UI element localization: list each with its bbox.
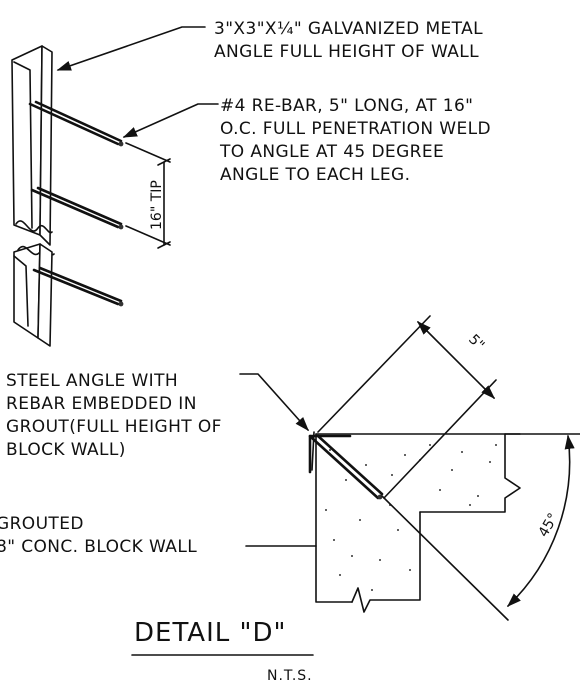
svg-text:#4 RE-BAR, 5" LONG, AT 16": #4 RE-BAR, 5" LONG, AT 16" (220, 96, 473, 116)
svg-text:3"X3"X¼" GALVANIZED METAL: 3"X3"X¼" GALVANIZED METAL (214, 19, 483, 39)
svg-text:TO ANGLE AT 45 DEGREE: TO ANGLE AT 45 DEGREE (219, 142, 444, 162)
detail-title: DETAIL "D" (134, 618, 286, 648)
rebars (28, 100, 124, 307)
spacing-dimension (125, 142, 171, 249)
wall-note: GROUTED 8" CONC. BLOCK WALL (0, 514, 197, 557)
svg-text:8" CONC. BLOCK WALL: 8" CONC. BLOCK WALL (0, 537, 197, 557)
svg-text:ANGLE TO EACH LEG.: ANGLE TO EACH LEG. (220, 165, 410, 185)
svg-text:O.C. FULL PENETRATION WELD: O.C. FULL PENETRATION WELD (220, 119, 491, 139)
angle-note-leader (56, 26, 206, 71)
length-dimension-label: 5" (465, 332, 487, 354)
plan-section (308, 315, 580, 621)
svg-text:STEEL ANGLE WITH: STEEL ANGLE WITH (6, 371, 178, 391)
spacing-dimension-label: 16" TIP (149, 180, 165, 230)
svg-text:GROUTED: GROUTED (0, 514, 84, 534)
detail-scale: N.T.S. (267, 668, 313, 684)
svg-text:REBAR EMBEDDED IN: REBAR EMBEDDED IN (6, 394, 197, 414)
steel-note-leader (239, 373, 309, 432)
angle-note: 3"X3"X¼" GALVANIZED METAL ANGLE FULL HEI… (214, 19, 483, 62)
rebar-note-leader (122, 103, 219, 138)
rebar-note: #4 RE-BAR, 5" LONG, AT 16" O.C. FULL PEN… (219, 96, 491, 185)
svg-text:ANGLE FULL HEIGHT OF WALL: ANGLE FULL HEIGHT OF WALL (214, 42, 479, 62)
steel-angle-note: STEEL ANGLE WITH REBAR EMBEDDED IN GROUT… (6, 371, 222, 460)
svg-text:BLOCK WALL): BLOCK WALL) (6, 440, 126, 460)
svg-text:GROUT(FULL HEIGHT OF: GROUT(FULL HEIGHT OF (6, 417, 222, 437)
angle-dimension-label: 45° (536, 510, 562, 540)
